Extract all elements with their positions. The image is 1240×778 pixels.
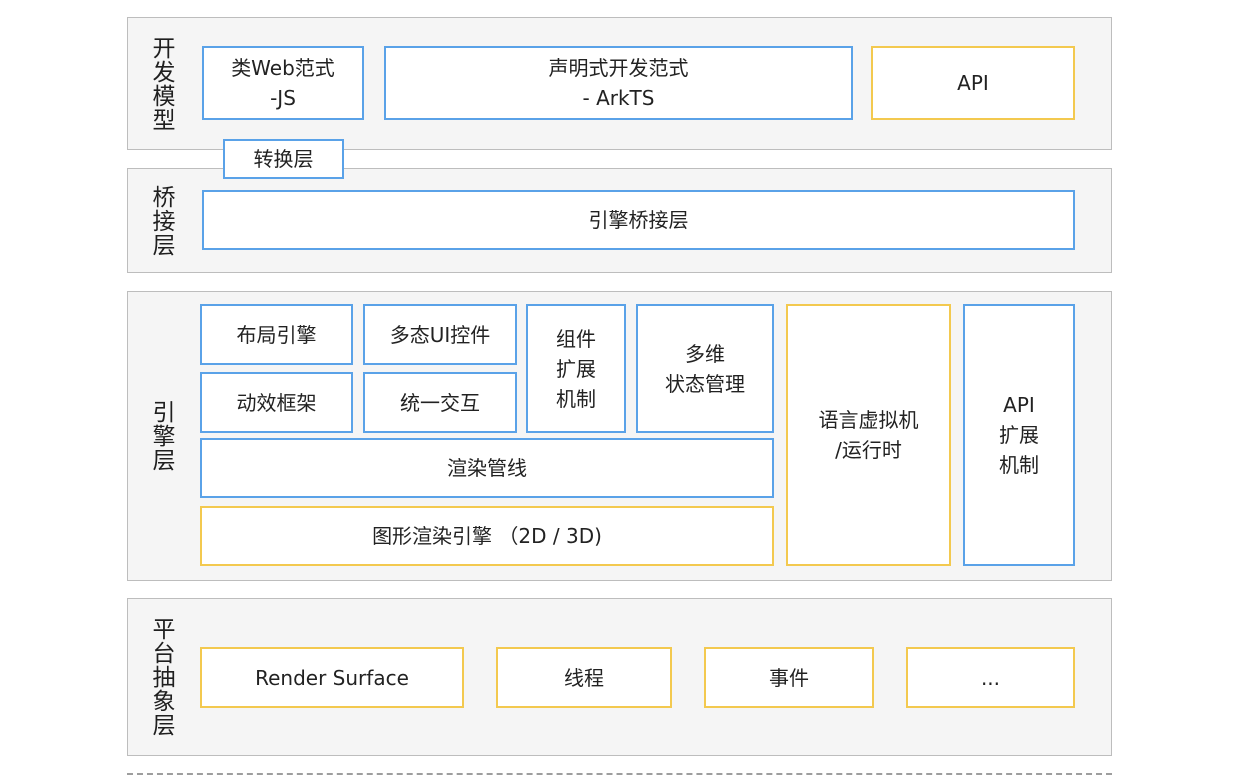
box-api-ext: API 扩展 机制	[963, 304, 1075, 566]
box-animation-text: 动效框架	[236, 390, 317, 415]
layer-label-bridge: 桥接层	[148, 184, 174, 257]
box-arkts-text: 声明式开发范式 - ArkTS	[548, 56, 689, 110]
box-render-pipeline: 渲染管线	[200, 438, 774, 498]
layer-label-engine: 引擎层	[148, 400, 174, 472]
box-polymorphic-ui-text: 多态UI控件	[389, 322, 491, 347]
box-converter: 转换层	[223, 139, 344, 179]
box-interaction: 统一交互	[363, 372, 517, 433]
box-thread-text: 线程	[564, 665, 604, 690]
box-event: 事件	[704, 647, 874, 708]
box-vm-runtime-text: 语言虚拟机 /运行时	[818, 408, 919, 462]
box-api-text: API	[957, 71, 989, 95]
box-state-mgmt: 多维 状态管理	[636, 304, 774, 433]
box-graphics-engine-text: 图形渲染引擎 （2D / 3D)	[372, 524, 602, 548]
box-component-ext-text: 组件 扩展 机制	[556, 326, 596, 411]
box-more-text: ...	[980, 665, 1001, 690]
bottom-dashed-divider	[127, 773, 1112, 775]
box-more: ...	[906, 647, 1075, 708]
box-render-pipeline-text: 渲染管线	[447, 456, 527, 480]
box-api: API	[871, 46, 1075, 120]
box-arkts: 声明式开发范式 - ArkTS	[384, 46, 853, 120]
box-event-text: 事件	[769, 665, 809, 690]
box-state-mgmt-text: 多维 状态管理	[665, 341, 745, 396]
box-graphics-engine: 图形渲染引擎 （2D / 3D)	[200, 506, 774, 566]
box-web-js-text: 类Web范式 -JS	[231, 56, 335, 110]
box-engine-bridge: 引擎桥接层	[202, 190, 1075, 250]
box-thread: 线程	[496, 647, 672, 708]
box-interaction-text: 统一交互	[400, 390, 480, 415]
box-polymorphic-ui: 多态UI控件	[363, 304, 517, 365]
box-vm-runtime: 语言虚拟机 /运行时	[786, 304, 951, 566]
box-animation: 动效框架	[200, 372, 353, 433]
box-web-js: 类Web范式 -JS	[202, 46, 364, 120]
box-render-surface-text: Render Surface	[255, 665, 409, 690]
box-converter-text: 转换层	[253, 147, 314, 171]
layer-label-platform: 平台抽象层	[148, 617, 174, 737]
box-layout-engine-text: 布局引擎	[236, 322, 317, 347]
box-api-ext-text: API 扩展 机制	[999, 393, 1039, 477]
box-component-ext: 组件 扩展 机制	[526, 304, 626, 433]
layer-label-dev-model: 开发模型	[148, 35, 174, 132]
box-render-surface: Render Surface	[200, 647, 464, 708]
box-layout-engine: 布局引擎	[200, 304, 353, 365]
box-engine-bridge-text: 引擎桥接层	[588, 208, 689, 232]
